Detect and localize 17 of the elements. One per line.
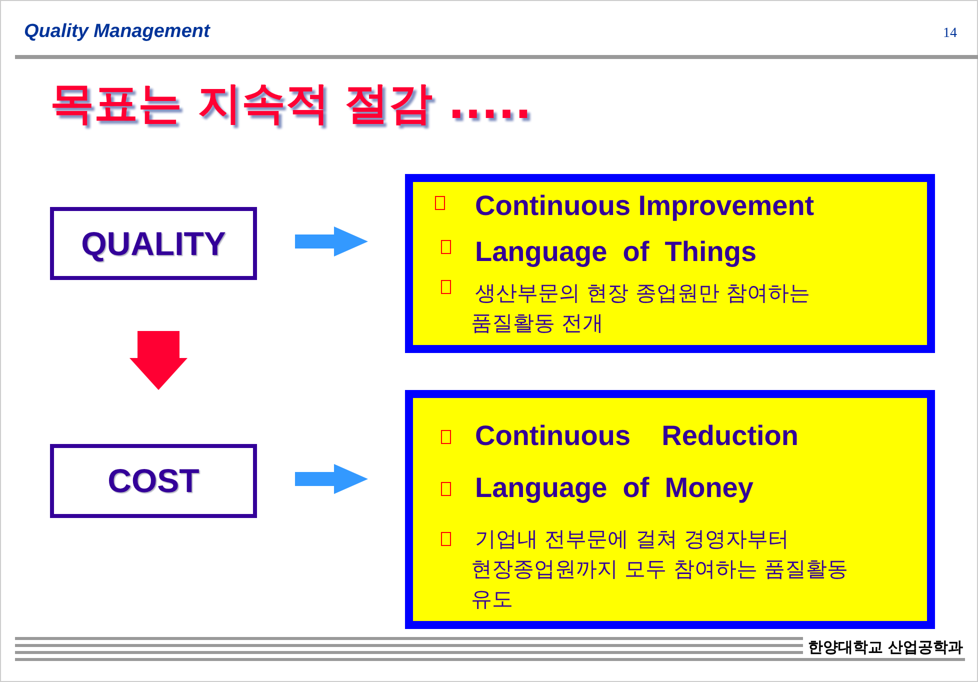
slide-heading: 목표는 지속적 절감 ..... [50,77,532,131]
label-box: COST [50,444,257,518]
block-arrow [130,331,188,390]
footer-text: 한양대학교 산업공학과 [808,638,964,657]
bullet-heading: Continuous Improvement [475,190,814,222]
bullet-text: 생산부문의 현장 종업원만 참여하는 품질활동 전개 [471,280,812,337]
bullet-text: 기업내 전부문에 걸쳐 경영자부터 현장종업원까지 모두 참여하는 품질활동 유도 [471,526,850,613]
block-arrow [295,464,368,494]
bullet-heading: Language of Money [475,472,754,504]
bullet-heading: Continuous Reduction [475,420,799,452]
label-box: QUALITY [50,207,257,280]
page-number: 14 [943,26,957,42]
bullet-heading: Language of Things [475,236,757,268]
block-arrow [295,226,368,256]
callout-panel [405,390,935,629]
callout-panel [405,174,935,353]
header-title: Quality Management [24,21,210,43]
